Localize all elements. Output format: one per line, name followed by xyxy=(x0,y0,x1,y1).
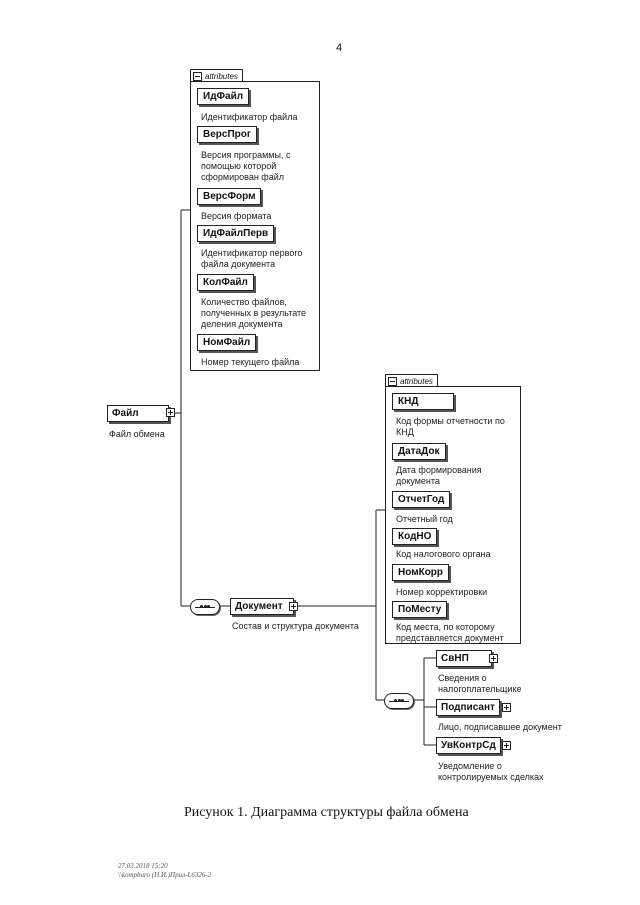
collapse-icon[interactable] xyxy=(193,71,202,81)
page-number: 4 xyxy=(336,42,343,54)
file-attributes-box: ИдФайл Идентификатор файла ВерсПрог Верс… xyxy=(190,81,320,371)
attribute-pomestu[interactable]: ПоМесту xyxy=(392,601,448,618)
attribute-versprog[interactable]: ВерсПрог xyxy=(197,126,258,143)
attribute-desc: Версия формата xyxy=(201,211,272,221)
attribute-versform[interactable]: ВерсФорм xyxy=(197,188,262,205)
attribute-nomkorr[interactable]: НомКорр xyxy=(392,564,450,581)
attribute-desc: Количество файлов, полученных в результа… xyxy=(201,297,307,329)
expand-icon[interactable] xyxy=(289,602,298,611)
attribute-idfileperv[interactable]: ИдФайлПерв xyxy=(197,225,275,242)
element-podpisant-desc: Лицо, подписавшее документ xyxy=(438,722,562,732)
sequence-compositor-icon[interactable] xyxy=(190,599,220,615)
element-uvkontrsd[interactable]: УвКонтрСд xyxy=(436,737,501,754)
attribute-desc: Отчетный год xyxy=(396,514,453,524)
attribute-desc: Версия программы, с помощью которой сфор… xyxy=(201,150,291,182)
element-svnp[interactable]: СвНП xyxy=(436,650,492,667)
attribute-datadok[interactable]: ДатаДок xyxy=(392,443,446,460)
element-document[interactable]: Документ xyxy=(230,598,294,615)
attribute-desc: Идентификатор файла xyxy=(201,112,298,122)
collapse-icon[interactable] xyxy=(388,376,397,386)
file-attributes-tab[interactable]: attributes xyxy=(190,69,243,82)
expand-icon[interactable] xyxy=(489,654,498,663)
attribute-desc: Номер корректировки xyxy=(396,587,488,597)
attributes-label: attributes xyxy=(205,71,238,81)
attribute-kodno[interactable]: КодНО xyxy=(392,528,438,545)
footer-stamp: 27.03.2018 15:20 \\kompburo (Н.И.)Прил-L… xyxy=(118,862,212,879)
attributes-label: attributes xyxy=(400,376,433,386)
expand-icon[interactable] xyxy=(166,408,175,417)
expand-icon[interactable] xyxy=(502,741,511,750)
element-uvkontrsd-desc: Уведомление о контролируемых сделках xyxy=(438,761,544,782)
figure-caption: Рисунок 1. Диаграмма структуры файла обм… xyxy=(184,805,469,820)
attribute-desc: Дата формирования документа xyxy=(396,465,482,486)
element-document-desc: Состав и структура документа xyxy=(232,621,359,631)
attribute-nomfile[interactable]: НомФайл xyxy=(197,334,257,351)
attribute-idfile[interactable]: ИдФайл xyxy=(197,88,250,105)
attribute-desc: Идентификатор первого файла документа xyxy=(201,248,303,269)
sequence-compositor-icon[interactable] xyxy=(384,693,414,709)
element-svnp-desc: Сведения о налогоплательщике xyxy=(438,673,522,694)
element-file[interactable]: Файл xyxy=(107,405,169,422)
document-attributes-box: КНД Код формы отчетности по КНД ДатаДок … xyxy=(385,386,521,644)
attribute-desc: Код формы отчетности по КНД xyxy=(396,416,505,437)
element-file-desc: Файл обмена xyxy=(109,429,165,439)
attribute-otchetgod[interactable]: ОтчетГод xyxy=(392,491,451,508)
document-attributes-tab[interactable]: attributes xyxy=(385,374,438,387)
attribute-desc: Номер текущего файла xyxy=(201,357,300,367)
attribute-desc: Код налогового органа xyxy=(396,549,491,559)
attribute-desc: Код места, по которому представляется до… xyxy=(396,622,504,643)
attribute-kolfile[interactable]: КолФайл xyxy=(197,274,254,291)
expand-icon[interactable] xyxy=(502,703,511,712)
attribute-knd[interactable]: КНД xyxy=(392,393,454,410)
element-podpisant[interactable]: Подписант xyxy=(436,699,500,716)
